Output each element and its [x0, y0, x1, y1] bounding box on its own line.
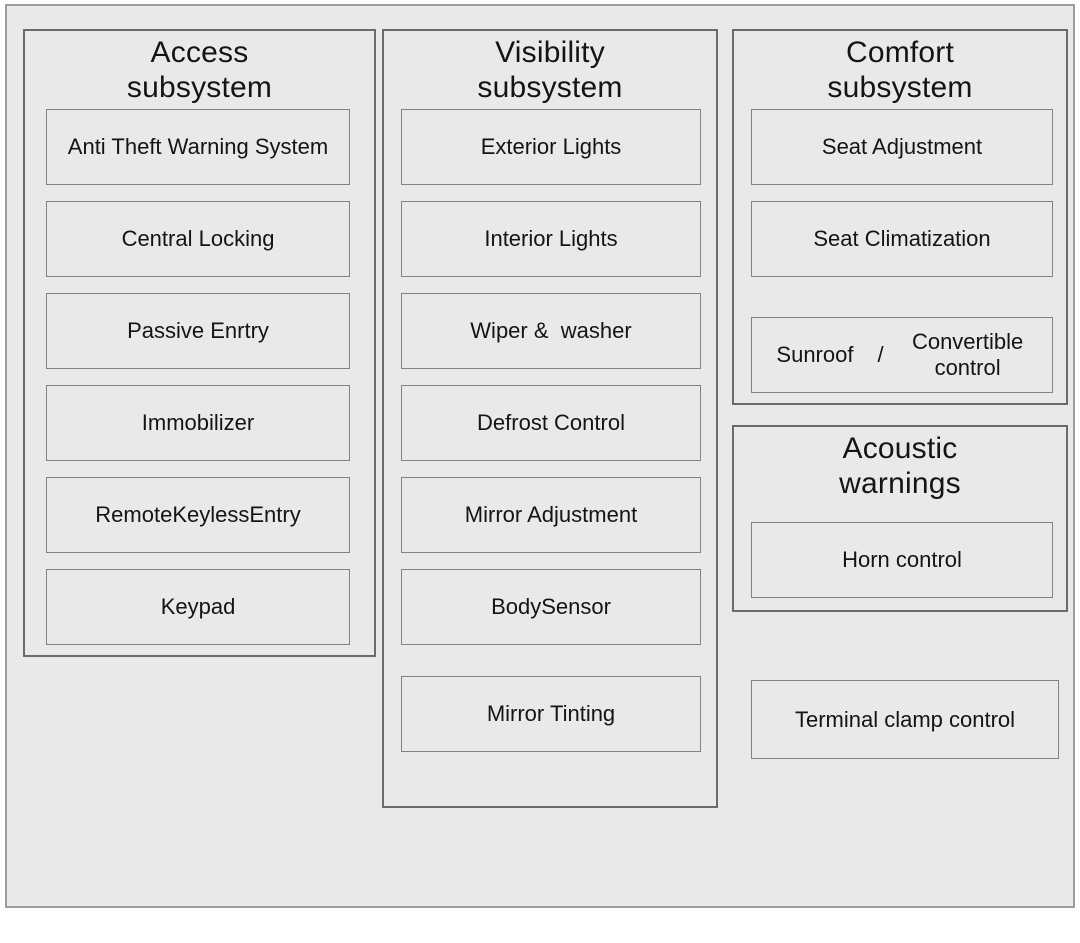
sunroof-convertible-box: Sunroof / Convertible control	[751, 317, 1053, 393]
slash-separator: /	[877, 342, 884, 367]
access-subsystem-title: Access subsystem	[126, 36, 273, 104]
access-subsystem-box: Access subsystem Anti Theft Warning Syst…	[23, 29, 376, 657]
sunroof-label: Sunroof	[776, 342, 854, 367]
subsystem-item-label: Seat Adjustment	[821, 134, 983, 159]
access-subsystem-items: Anti Theft Warning System Central Lockin…	[25, 109, 374, 645]
subsystem-item-box: Exterior Lights	[401, 109, 701, 185]
acoustic-warnings-items: Horn control	[734, 505, 1066, 598]
subsystem-item-label: Interior Lights	[484, 226, 618, 251]
subsystem-item-label: Exterior Lights	[480, 134, 622, 159]
subsystem-item-label: Wiper & washer	[470, 318, 632, 343]
terminal-clamp-control-box: Terminal clamp control	[751, 680, 1059, 759]
convertible-control-label: Convertible control	[911, 329, 1030, 380]
subsystem-item-box: Anti Theft Warning System	[46, 109, 350, 185]
subsystem-item-label: Seat Climatization	[813, 226, 991, 251]
subsystem-item-box: Mirror Adjustment	[401, 477, 701, 553]
subsystem-item-box: RemoteKeylessEntry	[46, 477, 350, 553]
diagram-outer-frame: Access subsystem Anti Theft Warning Syst…	[5, 4, 1075, 908]
subsystem-item-box: Seat Climatization	[751, 201, 1053, 277]
subsystem-item-label: Keypad	[160, 594, 236, 619]
acoustic-warnings-title: Acoustic warnings	[839, 432, 961, 500]
subsystem-item-box: BodySensor	[401, 569, 701, 645]
subsystem-item-label: Defrost Control	[477, 410, 625, 435]
subsystem-item-label: Anti Theft Warning System	[67, 134, 329, 159]
subsystem-item-box: Defrost Control	[401, 385, 701, 461]
comfort-subsystem-title: Comfort subsystem	[827, 36, 973, 104]
subsystem-item-label: Mirror Tinting	[486, 701, 616, 726]
subsystem-item-box: Seat Adjustment	[751, 109, 1053, 185]
terminal-clamp-control-label: Terminal clamp control	[794, 706, 1016, 732]
acoustic-warnings-box: Acoustic warnings Horn control	[732, 425, 1068, 612]
subsystem-item-box: Wiper & washer	[401, 293, 701, 369]
subsystem-item-label: Mirror Adjustment	[464, 502, 638, 527]
visibility-subsystem-box: Visibility subsystem Exterior Lights Int…	[382, 29, 718, 808]
subsystem-item-label: Central Locking	[121, 226, 275, 251]
comfort-subsystem-box: Comfort subsystem Seat Adjustment Seat C…	[732, 29, 1068, 405]
visibility-subsystem-items: Exterior Lights Interior Lights Wiper & …	[384, 109, 716, 752]
subsystem-item-box: Mirror Tinting	[401, 676, 701, 752]
subsystem-item-label: Immobilizer	[141, 410, 255, 435]
subsystem-item-label: BodySensor	[491, 594, 611, 619]
subsystem-item-label: Horn control	[842, 547, 962, 572]
subsystem-item-label: Passive Enrtry	[127, 318, 269, 343]
subsystem-item-box: Central Locking	[46, 201, 350, 277]
subsystem-item-box: Immobilizer	[46, 385, 350, 461]
comfort-subsystem-items: Seat Adjustment Seat Climatization	[734, 109, 1066, 277]
visibility-subsystem-title: Visibility subsystem	[477, 36, 623, 104]
subsystem-item-box: Passive Enrtry	[46, 293, 350, 369]
subsystem-item-box: Keypad	[46, 569, 350, 645]
subsystem-item-box: Interior Lights	[401, 201, 701, 277]
subsystem-item-box: Horn control	[751, 522, 1053, 598]
subsystem-item-label: RemoteKeylessEntry	[95, 502, 301, 527]
